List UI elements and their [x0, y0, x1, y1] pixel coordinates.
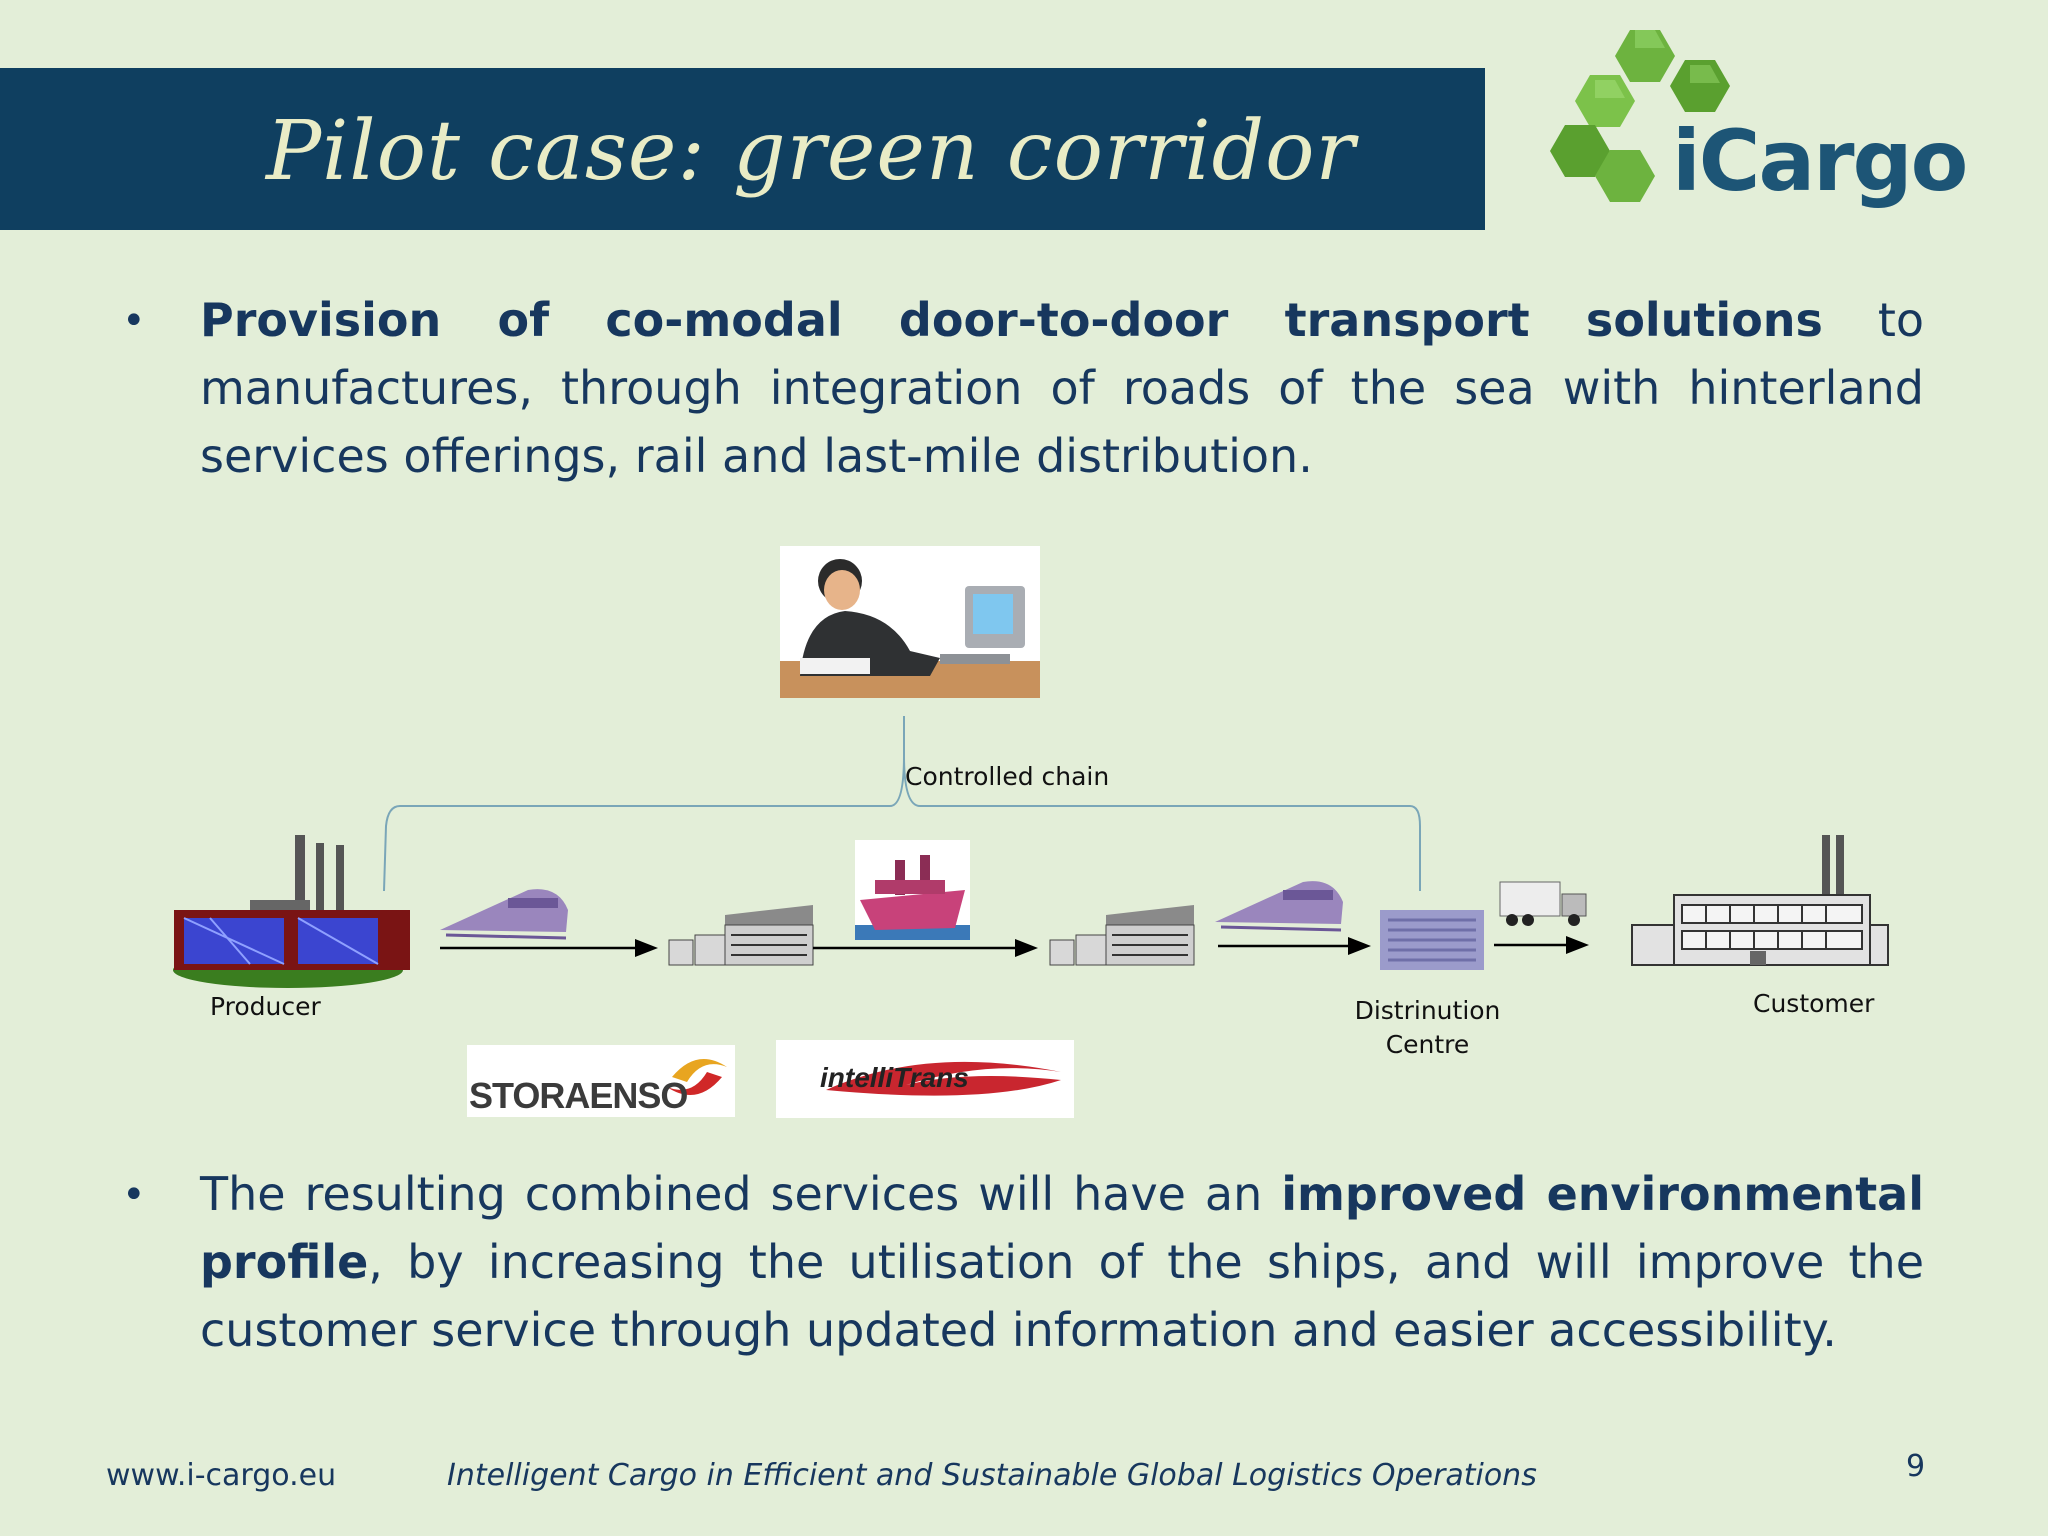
bullet-2-bold: improved environmental profile: [200, 1167, 1924, 1289]
arrow-icon: [813, 939, 1038, 957]
arrow-icon: [1494, 936, 1589, 954]
customer-label: Customer: [1753, 989, 1875, 1018]
controlled-chain-brace: [383, 716, 1421, 892]
distribution-centre-icon: [1380, 910, 1484, 970]
bullet-2-intro: The resulting combined services will hav…: [200, 1167, 1282, 1221]
bullet-2-text: , by increasing the utilisation of the s…: [200, 1235, 1924, 1357]
bullet-1-text: to manufactures, through integration of …: [200, 293, 1924, 483]
bullet-paragraph-2: The resulting combined services will hav…: [200, 1160, 1924, 1364]
arrow-icon: [1218, 937, 1371, 955]
hexagon-cluster-icon: [1550, 30, 1730, 202]
title-bar: [0, 68, 1485, 230]
bullet-1-bold-lead: Provision of co-modal door-to-door trans…: [200, 293, 1823, 347]
distribution-centre-label: Distrinution Centre: [1354, 996, 1501, 1059]
intellitrans-swoosh-icon: [826, 1061, 1061, 1096]
cargo-ship-icon: [855, 840, 970, 940]
intellitrans-wordmark: intelliTrans: [820, 1062, 969, 1093]
port-terminal-icon: [1049, 905, 1195, 966]
slide-title: Pilot case: green corridor: [266, 104, 1356, 199]
bullet-icon: •: [122, 1172, 146, 1218]
factory-icon: [173, 835, 410, 988]
controlled-chain-label: Controlled chain: [905, 762, 1110, 791]
train-icon: [440, 889, 568, 940]
storaenso-logo: STORAENSO: [467, 1045, 735, 1117]
truck-icon: [1499, 881, 1587, 926]
page-number: 9: [1906, 1449, 1926, 1484]
arrow-icon: [440, 939, 658, 957]
bullet-paragraph-1: Provision of co-modal door-to-door trans…: [200, 286, 1924, 490]
producer-label: Producer: [210, 992, 321, 1021]
logo-wordmark: iCargo: [1672, 112, 1968, 210]
port-terminal-icon: [668, 905, 814, 966]
operator-at-computer-icon: [780, 546, 1040, 698]
bullet-icon: •: [122, 298, 146, 344]
footer-tagline: Intelligent Cargo in Efficient and Susta…: [447, 1458, 1537, 1493]
footer-url[interactable]: www.i-cargo.eu: [106, 1458, 337, 1493]
storaenso-swirl-icon: [667, 1059, 727, 1095]
intellitrans-logo: intelliTrans: [776, 1040, 1074, 1118]
customer-building-icon: [1631, 835, 1889, 966]
storaenso-wordmark: STORAENSO: [469, 1075, 688, 1116]
icargo-logo: [1550, 30, 1730, 202]
train-icon: [1215, 881, 1343, 932]
